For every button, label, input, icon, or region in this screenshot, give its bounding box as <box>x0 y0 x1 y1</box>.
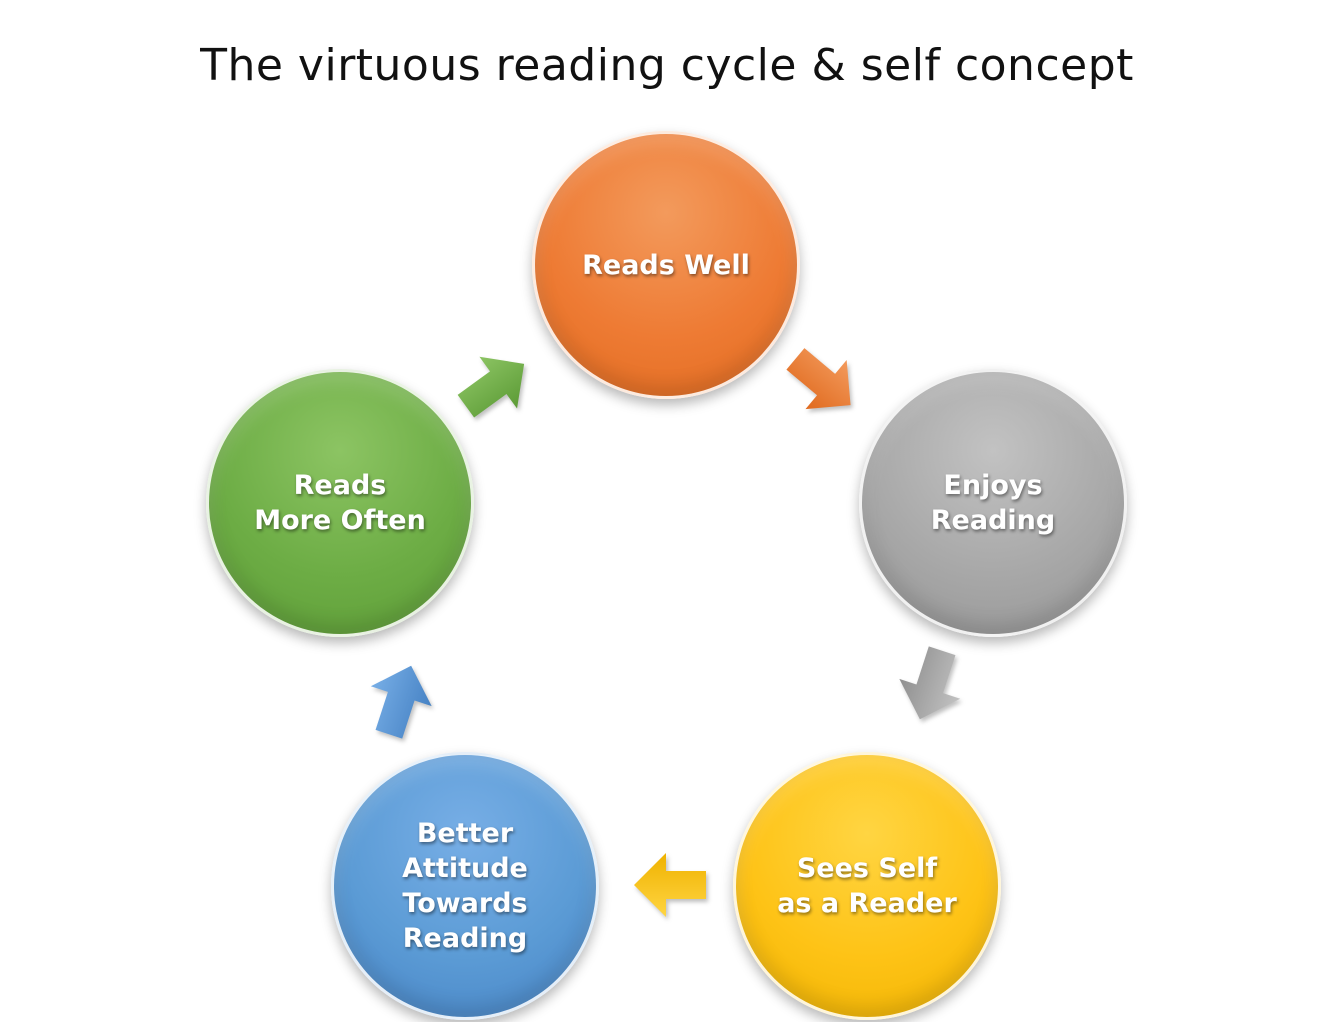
arrow-down-icon <box>891 645 971 725</box>
arrow-right-down-icon <box>783 342 863 422</box>
arrow-up-icon <box>360 660 440 740</box>
node-label: Enjoys Reading <box>930 470 1056 536</box>
node-label: Better Attitude Towards Reading <box>402 818 528 954</box>
node-label: Sees Self as a Reader <box>777 853 957 919</box>
cycle-node-reads-well: Reads Well <box>532 131 800 399</box>
cycle-node-better-attitude: Better Attitude Towards Reading <box>331 752 599 1020</box>
diagram-title: The virtuous reading cycle & self concep… <box>200 40 1134 91</box>
cycle-node-sees-self-as-reader: Sees Self as a Reader <box>733 752 1001 1020</box>
cycle-node-reads-more-often: Reads More Often <box>206 369 474 637</box>
node-label: Reads More Often <box>254 470 426 536</box>
cycle-node-enjoys-reading: Enjoys Reading <box>859 369 1127 637</box>
node-label: Reads Well <box>582 249 750 281</box>
arrow-left-icon <box>630 845 710 925</box>
arrow-right-up-icon <box>455 345 535 425</box>
